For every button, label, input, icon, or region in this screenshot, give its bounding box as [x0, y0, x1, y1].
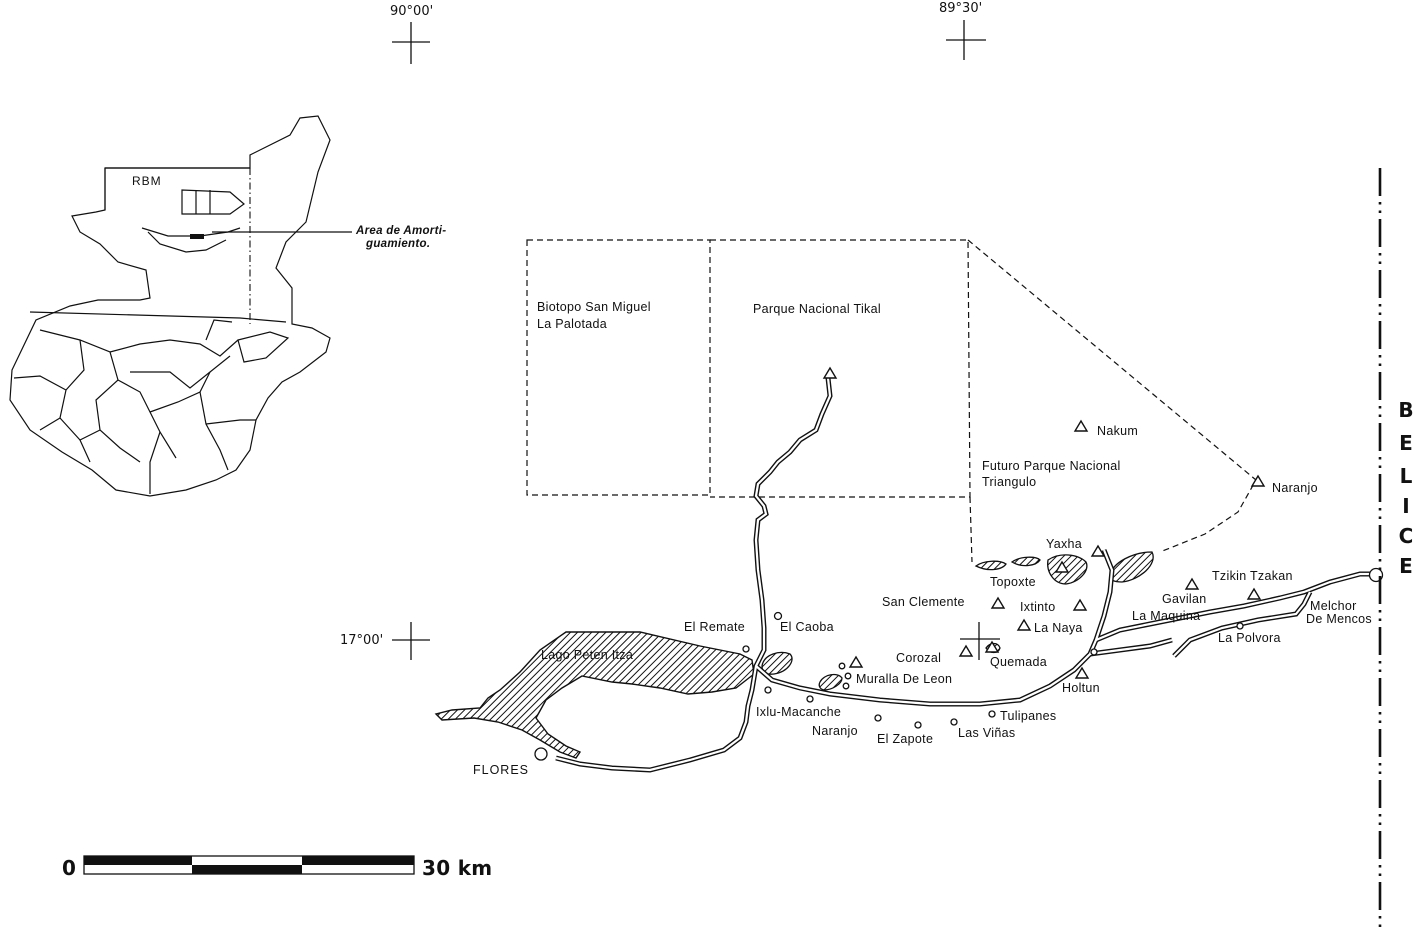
scale-start-label: 0 — [62, 856, 77, 880]
place-flores: FLORES — [473, 763, 530, 777]
inset-map — [9, 115, 331, 497]
inset-buffer-label-1: Area de Amorti- — [356, 225, 447, 237]
country-letter-e1: E — [1399, 431, 1413, 455]
country-letter-i: I — [1402, 494, 1410, 518]
place-muralla: Muralla De Leon — [856, 672, 953, 686]
place-nakum: Nakum — [1097, 424, 1139, 438]
ixtinto-triangle — [1072, 598, 1088, 611]
triangulo-boundary — [967, 239, 1257, 553]
corozal-triangle — [958, 644, 974, 657]
inset-peten-boundary — [29, 311, 287, 323]
place-ixlu: Ixlu-Macanche — [756, 705, 842, 719]
inset-buffer-mark — [190, 234, 204, 239]
tzikin-triangle — [1246, 587, 1262, 600]
nakum-triangle — [1073, 419, 1089, 432]
country-letter-e2: E — [1399, 554, 1413, 578]
inset-buffer-label-2: guamiento. — [366, 238, 431, 250]
place-tulipanes: Tulipanes — [1000, 709, 1057, 723]
place-topoxte: Topoxte — [990, 575, 1036, 589]
naranjo-ne-triangle — [1250, 474, 1266, 487]
country-letter-c: C — [1398, 524, 1414, 548]
triangulo-label-1: Futuro Parque Nacional — [982, 459, 1121, 473]
biotopo-label-2: La Palotada — [537, 317, 608, 331]
gavilan-triangle — [1184, 577, 1200, 590]
la-naya-triangle — [1016, 618, 1032, 631]
place-la-polvora: La Polvora — [1218, 631, 1281, 645]
place-el-remate: El Remate — [684, 620, 746, 634]
place-yaxha: Yaxha — [1046, 537, 1083, 551]
scale-bar — [83, 855, 415, 875]
yaxha-triangle — [1090, 544, 1106, 557]
lon-east-label: 89°30' — [939, 1, 983, 16]
lat-label: 17°00' — [340, 633, 384, 648]
place-san-clemente: San Clemente — [882, 595, 965, 609]
coordinate-crosses — [392, 20, 1000, 660]
place-melchor-2: De Mencos — [1306, 612, 1372, 626]
inset-guatemala-outline — [9, 115, 331, 497]
place-lago: Lago Peten Itza — [541, 648, 634, 662]
country-letter-b: B — [1398, 398, 1414, 422]
village-markers — [534, 567, 1384, 761]
place-la-maquina: La Maquina — [1132, 609, 1201, 623]
san-clemente-triangle — [990, 596, 1006, 609]
tikal-site-triangle — [822, 366, 838, 379]
triangulo-label-2: Triangulo — [982, 475, 1037, 489]
lon-west-label: 90°00' — [390, 4, 434, 19]
inset-rbm-label: RBM — [132, 174, 162, 188]
flores-circle — [534, 747, 548, 761]
place-gavilan: Gavilan — [1162, 592, 1207, 606]
muralla-triangle-1 — [848, 655, 864, 668]
place-melchor-1: Melchor — [1310, 599, 1357, 613]
place-naranjo-s: Naranjo — [812, 724, 858, 738]
site-markers — [822, 366, 1266, 679]
place-quemada: Quemada — [990, 655, 1047, 669]
place-la-naya: La Naya — [1034, 621, 1083, 635]
tikal-boundary — [710, 239, 971, 498]
biotopo-label-1: Biotopo San Miguel — [537, 300, 651, 314]
biotopo-boundary — [526, 239, 711, 496]
place-las-vinas: Las Viñas — [958, 726, 1016, 740]
lake-peten-itza — [434, 631, 755, 759]
place-ixtinto: Ixtinto — [1020, 600, 1056, 614]
place-naranjo-ne: Naranjo — [1272, 481, 1318, 495]
place-holtun: Holtun — [1062, 681, 1100, 695]
topoxte-triangle — [1054, 560, 1070, 573]
zone-boundaries — [526, 239, 1257, 563]
roads — [555, 377, 1376, 773]
place-el-caoba: El Caoba — [780, 620, 834, 634]
scale-end-label: 30 km — [422, 856, 493, 880]
country-letter-l: L — [1399, 464, 1413, 488]
quemada-triangle — [984, 640, 1000, 653]
tikal-label: Parque Nacional Tikal — [753, 302, 881, 316]
place-corozal: Corozal — [896, 651, 942, 665]
place-el-zapote: El Zapote — [877, 732, 934, 746]
place-tzikin-tzakan: Tzikin Tzakan — [1212, 569, 1293, 583]
inset-rbm-box — [104, 167, 250, 210]
holtun-triangle — [1074, 666, 1090, 679]
